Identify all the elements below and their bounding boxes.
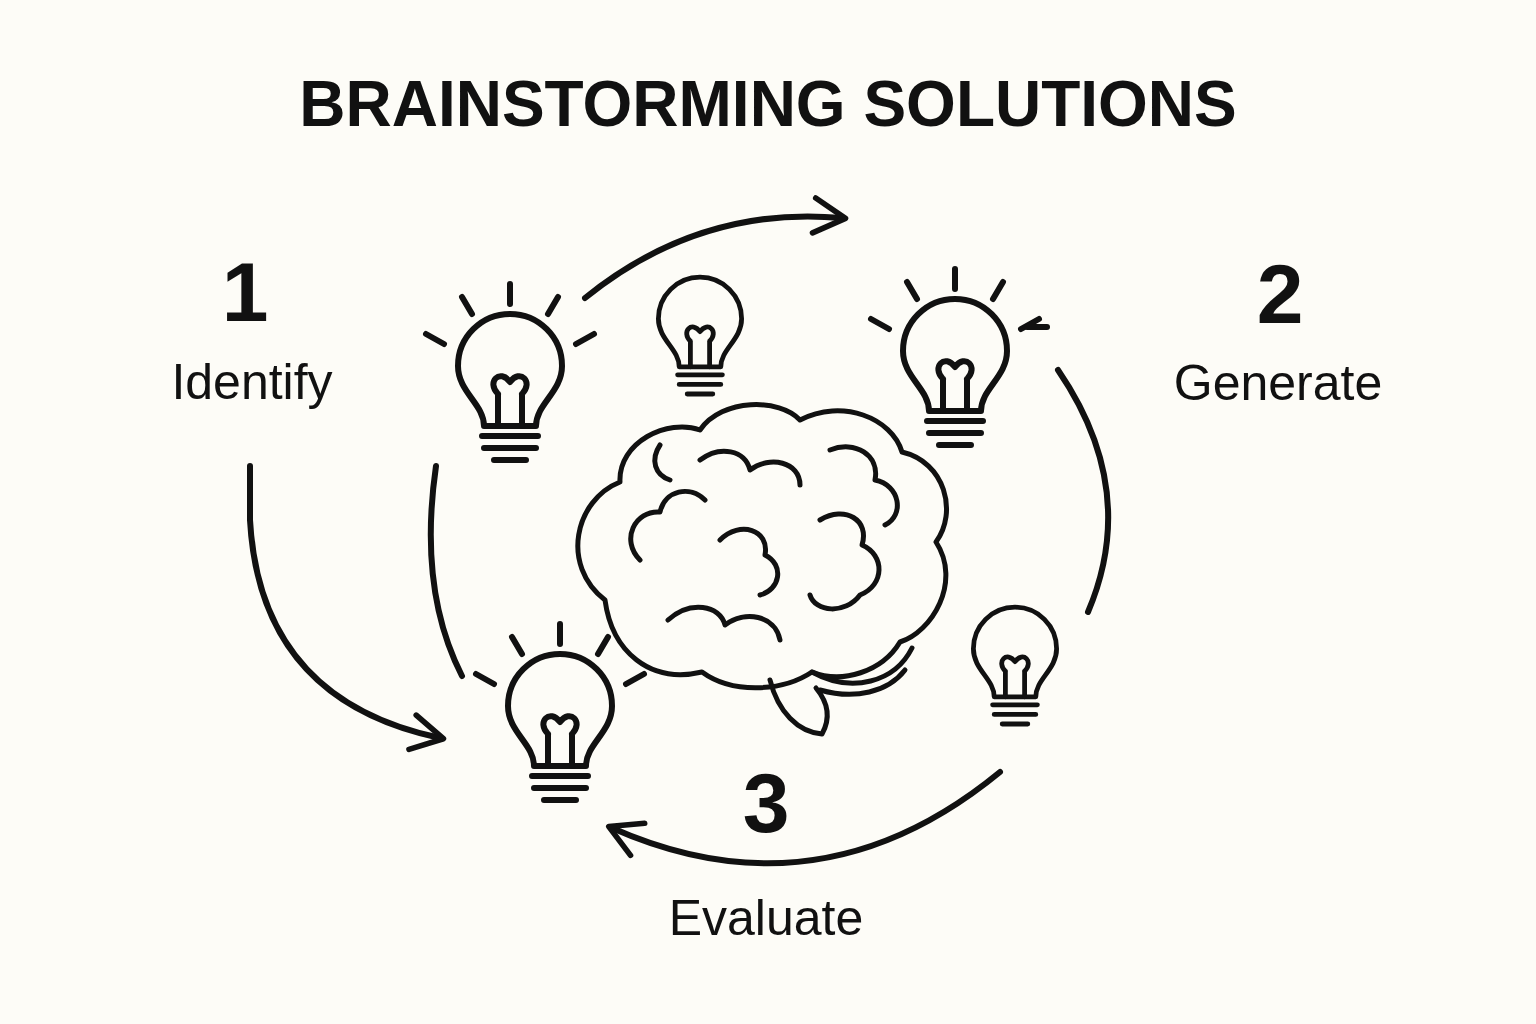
bulb-icon (508, 654, 612, 800)
step-arrow (250, 466, 440, 738)
bulb-icon (973, 607, 1056, 724)
step-number: 2 (1257, 252, 1304, 336)
step-label: Evaluate (669, 893, 864, 943)
step-label: Generate (1174, 358, 1382, 408)
cycle-arrow (612, 772, 1000, 863)
bulb-icon (903, 299, 1007, 445)
diagram-title: BRAINSTORMING SOLUTIONS (299, 72, 1237, 136)
bulb-icon (658, 277, 741, 394)
idea-bulbs (426, 269, 1057, 800)
brain-icon (578, 405, 947, 734)
bulb-rays (426, 284, 594, 344)
step-number: 1 (222, 250, 269, 334)
bulb-rays (476, 624, 644, 684)
step-label: Identify (171, 357, 332, 407)
cycle-arc (431, 466, 462, 676)
bulb-icon (458, 314, 562, 460)
cycle-arrows (250, 216, 1108, 863)
bulb-ray (1027, 324, 1047, 330)
bulb-rays (871, 269, 1039, 329)
step-number: 3 (743, 761, 790, 845)
cycle-arc (1058, 370, 1108, 612)
